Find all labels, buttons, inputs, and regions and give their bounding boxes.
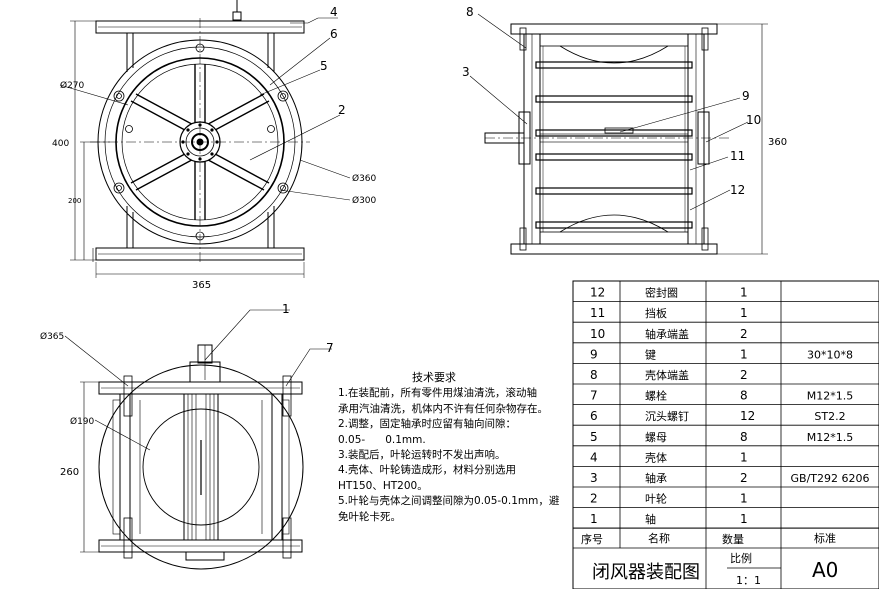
tech-note-line: 1.在装配前，所有零件用煤油清洗，滚动轴 xyxy=(338,387,538,400)
technical-requirements: 技术要求 1.在装配前，所有零件用煤油清洗，滚动轴 承用汽油清洗，机体内不许有任… xyxy=(338,370,570,525)
callout-6: 6 xyxy=(330,27,338,41)
dim-d365: Ø365 xyxy=(40,331,64,342)
table-cell-no: 5 xyxy=(590,430,598,444)
technical-requirements-title: 技术要求 xyxy=(412,371,456,384)
table-cell-qty: 1 xyxy=(740,306,748,320)
header-name: 名称 xyxy=(648,531,670,545)
table-cell-qty: 8 xyxy=(740,430,748,444)
table-cell-name: 轴承 xyxy=(645,471,667,485)
dim-365: 365 xyxy=(192,280,211,291)
table-cell-name: 叶轮 xyxy=(645,492,667,506)
callout-2: 2 xyxy=(338,103,346,117)
scale-label: 比例 xyxy=(730,551,752,565)
header-qty: 数量 xyxy=(722,533,744,546)
front-view xyxy=(59,0,351,278)
table-cell-std: GB/T292 6206 xyxy=(791,472,870,485)
table-cell-name: 挡板 xyxy=(645,306,667,320)
callout-7: 7 xyxy=(326,341,334,355)
callout-11: 11 xyxy=(730,149,745,163)
table-cell-qty: 1 xyxy=(740,286,748,300)
drawing-title: 闭风器装配图 xyxy=(592,562,700,583)
table-cell-no: 4 xyxy=(590,450,598,464)
callout-3: 3 xyxy=(462,65,470,79)
callout-12: 12 xyxy=(730,183,745,197)
table-cell-no: 11 xyxy=(590,306,605,320)
table-cell-name: 壳体 xyxy=(645,450,667,464)
top-mark xyxy=(232,11,242,21)
table-cell-qty: 2 xyxy=(740,327,748,341)
front-view-labels: Ø270 400 200 Ø360 Ø300 365 4 6 5 2 xyxy=(52,5,377,291)
side-view-labels: 360 8 3 9 10 11 12 xyxy=(462,5,787,197)
table-cell-name: 壳体端盖 xyxy=(645,368,689,382)
table-cell-name: 沉头螺钉 xyxy=(645,410,689,423)
callout-8: 8 xyxy=(466,5,474,19)
dim-d360: Ø360 xyxy=(352,173,377,184)
table-cell-no: 6 xyxy=(590,409,598,423)
table-cell-no: 1 xyxy=(590,512,598,526)
table-cell-name: 密封圈 xyxy=(645,286,678,300)
callout-9: 9 xyxy=(742,89,750,103)
dim-360: 360 xyxy=(768,137,787,148)
table-cell-qty: 1 xyxy=(740,492,748,506)
table-cell-name: 螺母 xyxy=(645,431,667,444)
dim-d190: Ø190 xyxy=(70,416,95,427)
side-bottom-flange xyxy=(510,243,718,255)
table-cell-qty: 1 xyxy=(740,512,748,526)
header-std: 标准 xyxy=(814,531,836,545)
tech-note-line: 4.壳体、叶轮铸造成形，材料分别选用 xyxy=(338,464,517,477)
table-cell-name: 螺栓 xyxy=(645,389,667,403)
table-cell-no: 10 xyxy=(590,327,605,341)
bottom-view xyxy=(64,309,332,570)
header-no: 序号 xyxy=(581,532,603,546)
dim-400: 400 xyxy=(52,139,69,149)
inlet-circle xyxy=(142,408,260,526)
callout-10: 10 xyxy=(746,113,761,127)
table-cell-std: M12*1.5 xyxy=(807,390,853,403)
tech-note-line: 2.调整，固定轴承时应留有轴向间隙： xyxy=(338,418,517,431)
side-top-flange xyxy=(510,23,718,35)
callout-5: 5 xyxy=(320,59,328,73)
table-cell-no: 8 xyxy=(590,368,598,382)
table-cell-name: 轴 xyxy=(645,512,656,526)
dim-d270: Ø270 xyxy=(60,80,85,91)
dim-200: 200 xyxy=(68,197,81,205)
table-cell-std: 30*10*8 xyxy=(807,348,853,361)
tech-note-line: 0.05- 0.1mm. xyxy=(338,433,426,446)
table-cell-qty: 1 xyxy=(740,347,748,361)
table-cell-no: 3 xyxy=(590,471,598,485)
scale-value: 1：1 xyxy=(736,574,761,587)
dim-d300: Ø300 xyxy=(352,195,377,206)
tech-note-line: 免叶轮卡死。 xyxy=(338,510,401,523)
table-cell-qty: 8 xyxy=(740,389,748,403)
table-cell-qty: 12 xyxy=(740,409,755,423)
tech-note-line: 承用汽油清洗，机体内不许有任何杂物存在。 xyxy=(338,402,548,415)
side-view xyxy=(469,13,768,255)
callout-1: 1 xyxy=(282,302,290,316)
tech-note-line: 5.叶轮与壳体之间调整间隙为0.05-0.1mm，避 xyxy=(338,495,560,508)
bottom-view-labels: Ø365 Ø190 260 1 7 xyxy=(40,302,334,478)
table-cell-qty: 2 xyxy=(740,368,748,382)
parts-table-header: 序号 名称 数量 标准 闭风器装配图 比例 1：1 A0 xyxy=(581,531,838,587)
table-cell-std: M12*1.5 xyxy=(807,431,853,444)
tech-note-line: HT150、HT200。 xyxy=(338,479,428,492)
sheet-size: A0 xyxy=(812,558,838,582)
dim-260: 260 xyxy=(60,467,79,478)
table-cell-std: ST2.2 xyxy=(814,410,845,423)
bottom-view-circle xyxy=(98,364,304,570)
table-cell-qty: 2 xyxy=(740,471,748,485)
callout-4: 4 xyxy=(330,5,338,19)
table-cell-name: 键 xyxy=(645,347,656,361)
table-cell-name: 轴承端盖 xyxy=(645,327,689,341)
table-cell-qty: 1 xyxy=(740,450,748,464)
table-cell-no: 12 xyxy=(590,286,605,300)
table-cell-no: 2 xyxy=(590,492,598,506)
tech-note-line: 3.装配后，叶轮运转时不发出声响。 xyxy=(338,449,506,462)
table-cell-no: 7 xyxy=(590,389,598,403)
table-cell-no: 9 xyxy=(590,347,598,361)
